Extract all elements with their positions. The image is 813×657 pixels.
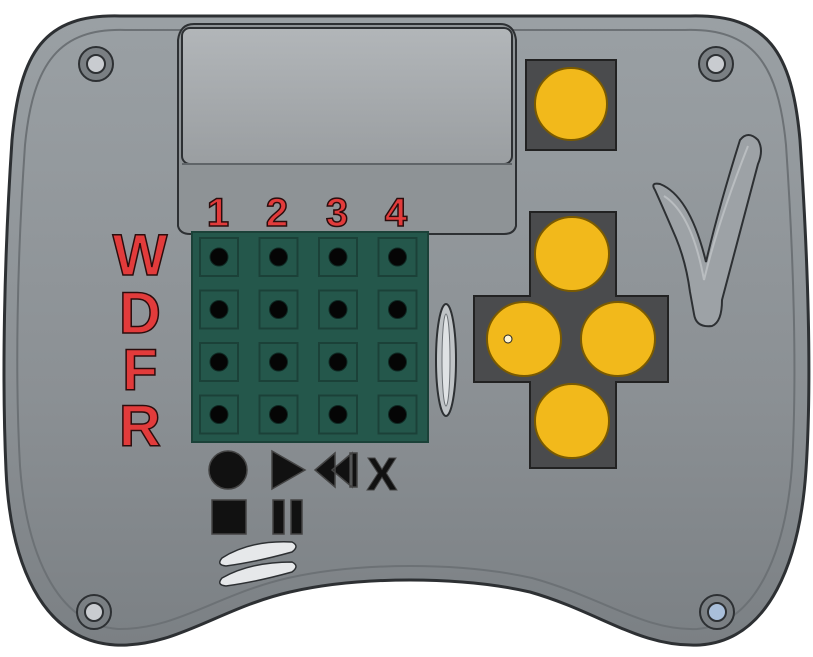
column-label-1: 1 <box>207 191 229 235</box>
grid-key[interactable] <box>258 289 299 330</box>
grid-key[interactable] <box>199 237 239 277</box>
stop-icon[interactable] <box>211 499 247 535</box>
dpad-left-button[interactable] <box>486 301 562 377</box>
grid-key[interactable] <box>318 237 358 277</box>
grid-key[interactable] <box>199 289 239 330</box>
grid-key[interactable] <box>318 289 358 330</box>
dpad <box>473 211 669 469</box>
row-labels: W D F R <box>112 222 169 460</box>
display-window <box>181 27 513 165</box>
column-labels: 1 2 3 4 <box>206 190 409 236</box>
row-label-f: F <box>122 338 157 403</box>
screw-bottom-right <box>699 594 735 630</box>
dpad-right-button[interactable] <box>580 301 656 377</box>
grid-key[interactable] <box>199 342 239 382</box>
slider-slot[interactable] <box>435 303 457 417</box>
shell-rim <box>16 28 796 631</box>
grid-key[interactable] <box>377 237 418 277</box>
play-icon[interactable] <box>271 449 307 491</box>
row-label-d: D <box>119 281 161 346</box>
record-icon[interactable] <box>208 450 248 490</box>
grid-key[interactable] <box>377 394 418 435</box>
grid-key[interactable] <box>199 394 239 435</box>
grid-key[interactable] <box>258 237 299 277</box>
key-grid <box>191 231 429 443</box>
pause-icon[interactable] <box>272 499 303 535</box>
dpad-indicator-dot <box>503 334 513 344</box>
column-label-2: 2 <box>266 191 288 235</box>
column-label-4: 4 <box>385 191 408 235</box>
grid-key[interactable] <box>258 342 299 382</box>
close-icon[interactable]: X <box>366 448 398 501</box>
grid-key[interactable] <box>377 289 418 330</box>
screw-bottom-left <box>76 594 112 630</box>
row-label-w: W <box>113 223 168 288</box>
dpad-up-button[interactable] <box>534 216 610 292</box>
grid-key[interactable] <box>377 342 418 382</box>
grip-slots <box>219 541 297 587</box>
rewind-icon[interactable] <box>313 451 358 489</box>
column-label-3: 3 <box>326 191 348 235</box>
row-label-r: R <box>119 394 161 459</box>
grid-key[interactable] <box>318 342 358 382</box>
screw-top-right <box>698 46 734 82</box>
dpad-down-button[interactable] <box>534 383 610 459</box>
grid-key[interactable] <box>318 394 358 435</box>
transport-controls: X <box>208 448 398 535</box>
screw-top-left <box>78 46 114 82</box>
action-button-top[interactable] <box>525 59 617 151</box>
display-housing <box>177 23 517 235</box>
dpad-base <box>473 211 669 469</box>
grid-key[interactable] <box>258 394 299 435</box>
